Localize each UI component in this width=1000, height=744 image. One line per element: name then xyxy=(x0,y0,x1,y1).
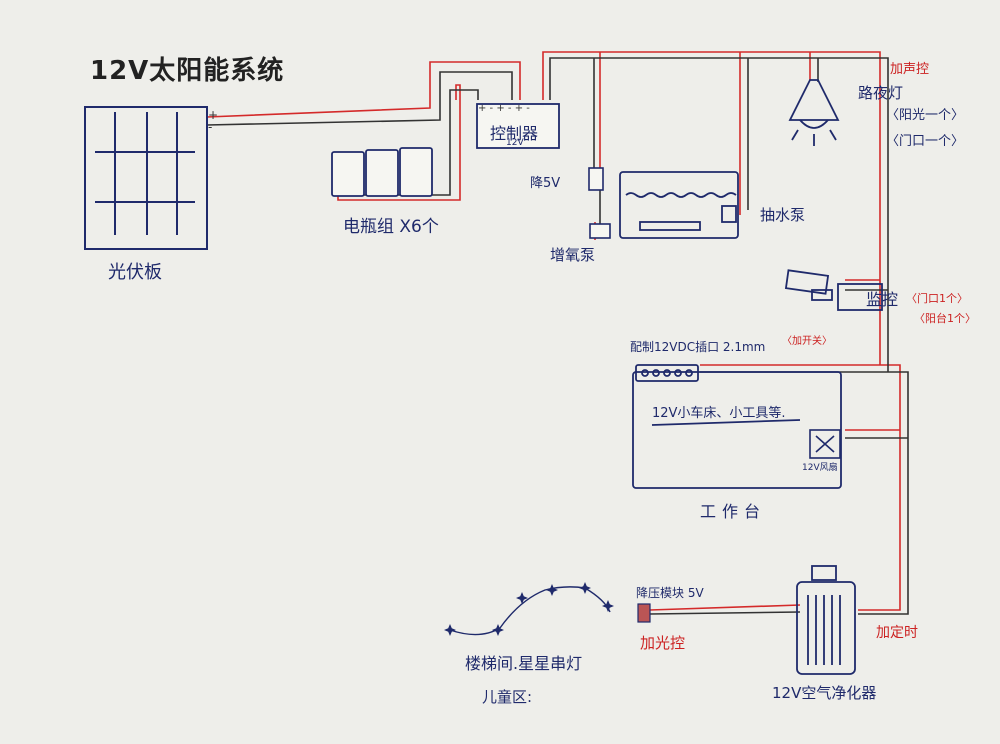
booster-pump-label: 增氧泵 xyxy=(550,246,596,264)
step-down-module-box xyxy=(637,603,651,623)
purifier-icon xyxy=(796,565,856,675)
wire-main-minus xyxy=(549,57,889,372)
star-string-wire xyxy=(449,586,611,636)
solar-panel-icon xyxy=(84,106,208,250)
workbench-frame xyxy=(632,364,842,489)
star-icon xyxy=(546,584,558,596)
pv-panel-label: 光伏板 xyxy=(108,262,162,283)
light-control-note: 加光控 xyxy=(640,634,686,652)
step-down-5v-box xyxy=(588,167,604,191)
night-light-label: 路夜灯 xyxy=(858,84,904,102)
controller-icon xyxy=(476,103,560,149)
controller-terminals: + - + - + - xyxy=(478,103,530,114)
wire-main-plus xyxy=(542,51,881,365)
wire-right-minus xyxy=(858,371,909,615)
step-down-module-label: 降压模块 5V xyxy=(636,586,704,600)
night-light-note-1: 〈阳光一个〉 xyxy=(886,108,965,123)
star-lights-label: 楼梯间.星星串灯 xyxy=(465,654,583,673)
monitor-note-1: 〈门口1个〉 xyxy=(906,292,968,305)
battery-icon xyxy=(331,147,433,197)
wire-panel-minus xyxy=(206,71,513,126)
panel-minus-mark: - xyxy=(208,120,213,134)
lamp-icon xyxy=(788,79,840,146)
wire-battery-plus xyxy=(337,84,461,201)
air-purifier-label: 12V空气净化器 xyxy=(772,684,877,702)
night-light-note-2: 〈门口一个〉 xyxy=(886,134,965,149)
fan-icon xyxy=(809,429,841,459)
battery-bank-label: 电瓶组 X6个 xyxy=(343,217,439,237)
wire-panel-plus xyxy=(206,61,521,118)
star-icon xyxy=(492,624,504,636)
star-lights-group xyxy=(444,582,614,636)
fan-label: 12V风扇 xyxy=(802,463,838,473)
camera-icon xyxy=(784,269,883,311)
controller-label: 控制器 xyxy=(490,124,539,143)
wire-module-minus xyxy=(649,611,801,615)
star-icon xyxy=(444,624,456,636)
water-pump-label: 抽水泵 xyxy=(760,206,806,224)
controller-voltage: 12V xyxy=(506,138,524,148)
kids-area-label: 儿童区: xyxy=(482,688,533,706)
monitor-label: 监控 xyxy=(866,290,899,309)
monitor-note-2: 〈阳台1个〉 xyxy=(914,312,976,325)
workbench-label: 工作台 xyxy=(700,502,767,521)
booster-pump-box xyxy=(589,223,611,239)
page-title: 12V太阳能系统 xyxy=(90,56,285,86)
timer-note: 加定时 xyxy=(876,625,918,641)
dc-socket-label: 配制12VDC插口 2.1mm xyxy=(630,340,766,354)
wire-right-plus xyxy=(858,364,901,611)
star-icon xyxy=(579,582,591,594)
workbench-note: 12V小车床、小工具等. xyxy=(652,406,786,421)
dc-socket-switch-note: 〈加开关〉 xyxy=(782,336,832,347)
star-icon xyxy=(602,600,614,612)
voice-control-note: 加声控 xyxy=(890,62,930,77)
star-icon xyxy=(516,592,528,604)
panel-plus-mark: + xyxy=(208,108,219,122)
step-down-5v-label: 降5V xyxy=(530,176,561,191)
wire-module-plus xyxy=(649,604,801,611)
aquarium-icon xyxy=(619,171,739,239)
